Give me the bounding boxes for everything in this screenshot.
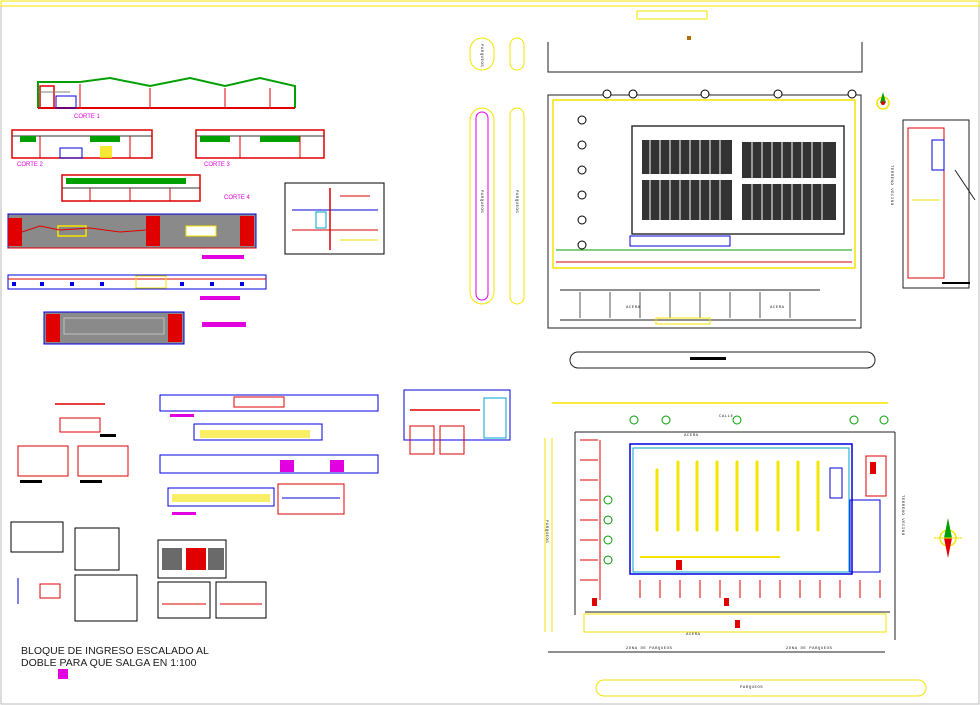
site-terreno-vecino: TERRENO VECINO — [900, 495, 904, 536]
side-detail-plan — [902, 119, 976, 289]
axis-bubbles-top — [577, 89, 857, 250]
wheelchair-parking-icons — [592, 598, 740, 628]
site-parqueos-left: PARQUEOS — [544, 520, 548, 544]
plan-parqueos-left-1: PARQUEOS — [479, 44, 483, 68]
site-acera-label-top: ACERA — [684, 434, 699, 438]
north-arrow-site-icon — [934, 518, 962, 558]
magenta-tag-2 — [200, 296, 240, 300]
site-acera-label-bottom: ACERA — [686, 633, 701, 637]
detail-group-center — [159, 394, 379, 515]
elevation-1-drawing — [7, 213, 257, 249]
site-parqueos-bottom: PARQUEOS — [740, 686, 764, 690]
plan-parqueos-left-3: PARQUEOS — [514, 190, 518, 214]
corte-3-label: CORTE 3 — [204, 162, 230, 168]
corte-4-label: CORTE 4 — [224, 195, 250, 201]
elevation-3-drawing — [43, 311, 185, 345]
plan-acera-label-1: ACERA — [626, 306, 641, 310]
top-marker — [687, 36, 691, 40]
magenta-tag-note — [58, 669, 68, 679]
scale-note-line-1: BLOQUE DE INGRESO ESCALADO AL — [21, 645, 209, 657]
detail-group-right — [403, 389, 511, 455]
plan-parqueos-left-2: PARQUEOS — [479, 190, 483, 214]
detail-group-bottom — [10, 521, 267, 622]
shelf-block-left — [642, 140, 732, 220]
shelving-lines — [655, 460, 820, 532]
detail-box-top — [284, 182, 385, 255]
parking-stalls — [580, 439, 881, 600]
sheet-border-yellow — [0, 0, 980, 7]
site-calle-label: CALLE — [719, 415, 734, 419]
plan-terreno-vecino: TERRENO VECINO — [889, 165, 893, 206]
magenta-tag-1 — [202, 255, 244, 259]
site-zona-parqueos-2: ZONA DE PARQUEOS — [786, 647, 833, 651]
magenta-tag-3 — [202, 322, 246, 327]
shelf-block-right — [742, 142, 836, 220]
scale-note-line-2: DOBLE PARA QUE SALGA EN 1:100 — [21, 657, 197, 669]
elevation-2-drawing — [7, 274, 267, 290]
axis-bubbles-site — [603, 415, 889, 565]
corte-3-drawing — [195, 129, 325, 159]
site-zona-parqueos-1: ZONA DE PARQUEOS — [626, 647, 673, 651]
north-arrow-top-icon — [876, 92, 890, 110]
corte-1-drawing — [37, 76, 296, 109]
top-title-frame — [636, 10, 708, 20]
corte-4-drawing — [61, 174, 201, 202]
site-plan — [544, 402, 927, 697]
corte-2-label: CORTE 2 — [17, 162, 43, 168]
parking-rails-top — [469, 37, 525, 305]
detail-group-left — [17, 403, 129, 483]
plan-acera-label-2: ACERA — [770, 306, 785, 310]
corte-2-drawing — [11, 129, 153, 159]
corte-1-label: CORTE 1 — [74, 114, 100, 120]
main-floor-plan — [547, 42, 876, 369]
